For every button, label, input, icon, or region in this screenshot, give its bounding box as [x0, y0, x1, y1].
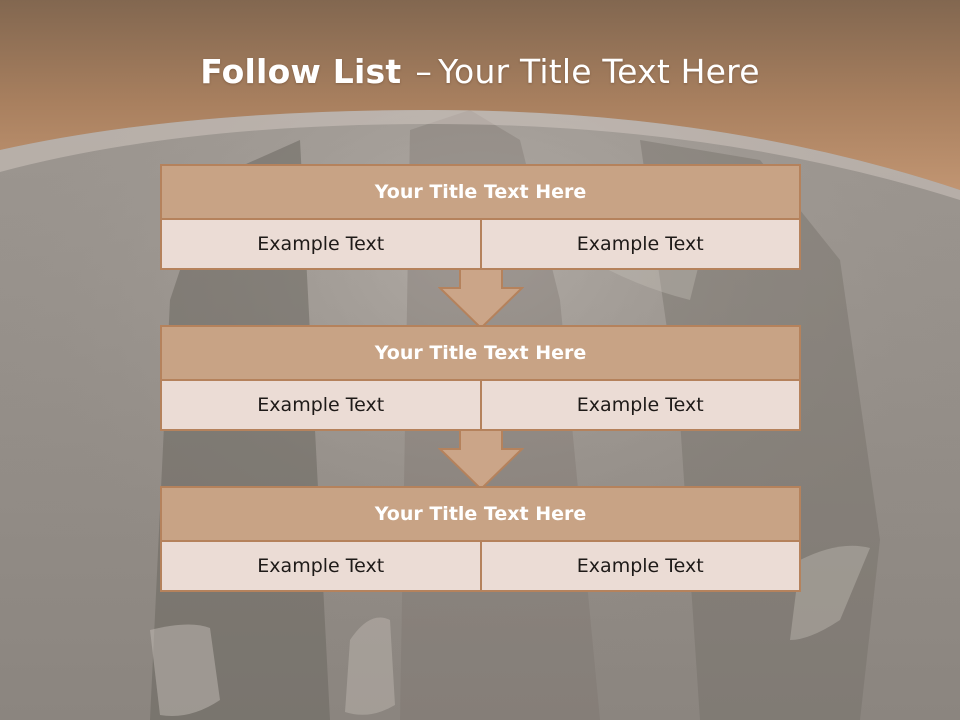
step-cell-left: Example Text	[160, 381, 482, 431]
down-arrow-icon	[438, 429, 524, 491]
down-arrow-icon	[438, 268, 524, 330]
step-block-2: Your Title Text Here Example Text Exampl…	[160, 325, 801, 431]
slide-title: Follow List–Your Title Text Here	[0, 52, 960, 91]
step-cell-left: Example Text	[160, 542, 482, 592]
title-dash: –	[415, 52, 433, 91]
step-row: Example Text Example Text	[160, 542, 801, 592]
title-rest-part: Your Title Text Here	[438, 52, 760, 91]
step-cell-right: Example Text	[481, 542, 801, 592]
step-block-1: Your Title Text Here Example Text Exampl…	[160, 164, 801, 270]
step-row: Example Text Example Text	[160, 381, 801, 431]
step-cell-left: Example Text	[160, 220, 482, 270]
title-bold-part: Follow List	[200, 52, 402, 91]
step-title: Your Title Text Here	[160, 486, 801, 542]
step-cell-right: Example Text	[481, 381, 801, 431]
step-row: Example Text Example Text	[160, 220, 801, 270]
step-title: Your Title Text Here	[160, 164, 801, 220]
step-title: Your Title Text Here	[160, 325, 801, 381]
step-cell-right: Example Text	[481, 220, 801, 270]
step-block-3: Your Title Text Here Example Text Exampl…	[160, 486, 801, 592]
